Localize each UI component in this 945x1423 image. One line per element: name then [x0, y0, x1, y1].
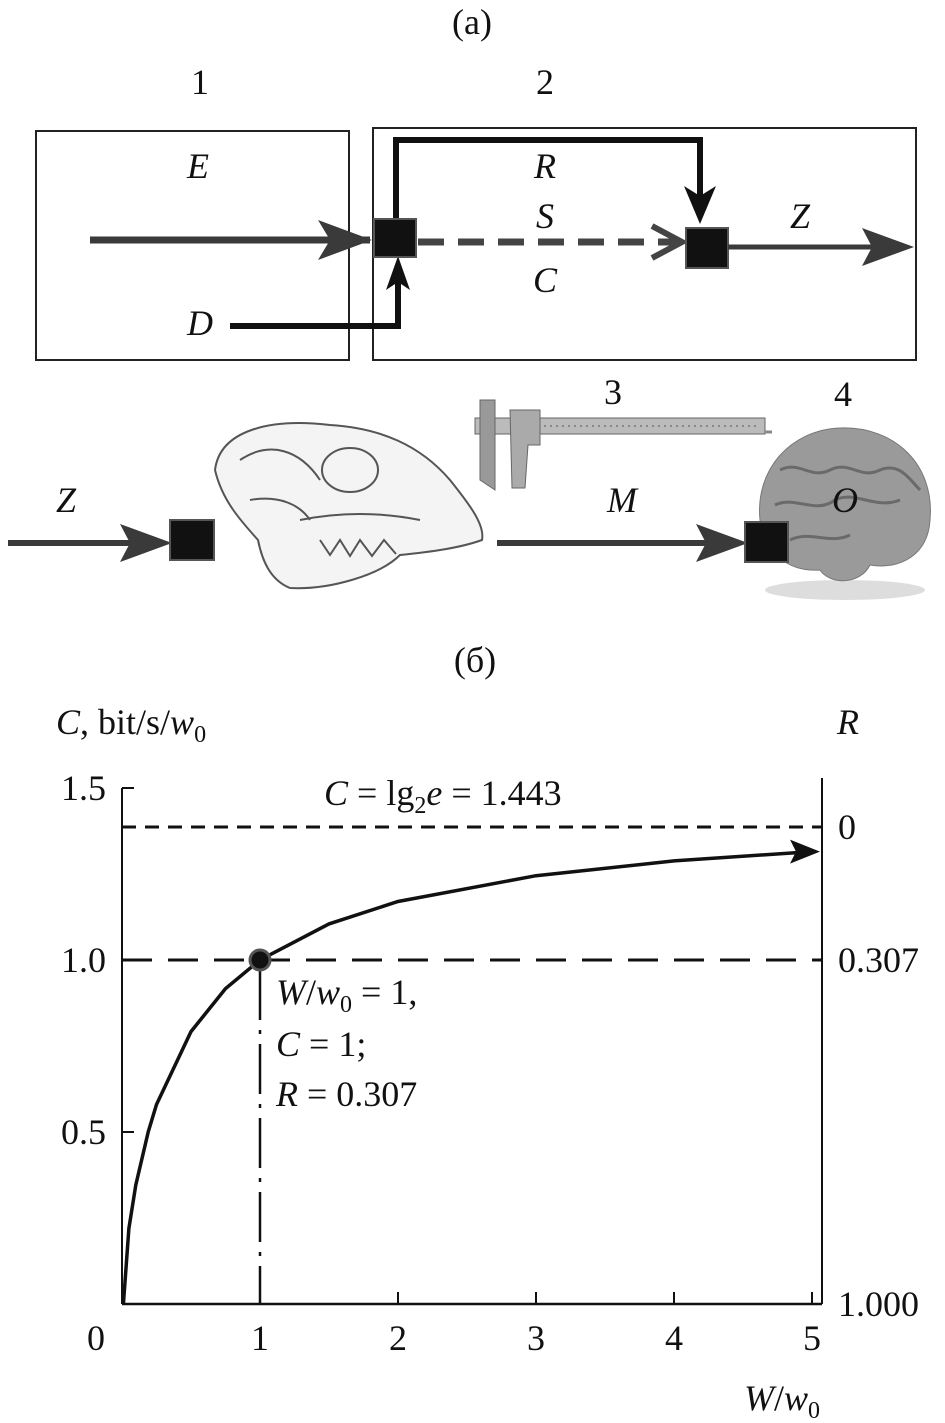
- x-tick-label: 4: [665, 1318, 683, 1358]
- label-S: S: [536, 196, 554, 236]
- arrowhead-icon: [696, 524, 748, 562]
- x-tick-label: 0: [87, 1318, 105, 1358]
- asymptote-label: C = lg2e = 1.443: [324, 773, 562, 819]
- label-D: D: [186, 303, 213, 343]
- node-square: [373, 218, 417, 258]
- x-axis-label: W/w0: [744, 1378, 820, 1423]
- chevron-arrowhead-icon: [650, 223, 689, 261]
- x-tick-label: 1: [251, 1318, 269, 1358]
- right-tick-label: 0.307: [838, 940, 919, 980]
- label-C: C: [533, 260, 558, 300]
- y-tick-label: 0.5: [61, 1112, 106, 1152]
- chart: [121, 778, 823, 1306]
- skull-image: [213, 422, 484, 590]
- y-axis-label: C, bit/s/w0: [56, 702, 206, 748]
- brain-image: [759, 427, 931, 600]
- block-number-2: 2: [536, 62, 554, 102]
- y-tick-label: 1.5: [61, 768, 106, 808]
- arrowhead-icon: [684, 186, 716, 224]
- x-tick-label: 3: [527, 1318, 545, 1358]
- caliper-image: [474, 399, 772, 491]
- x-tick-label: 5: [803, 1318, 821, 1358]
- curve-arrowhead-icon: [790, 839, 820, 864]
- panel-b-label: (б): [454, 640, 496, 680]
- arrow-R: [393, 137, 703, 218]
- node-square: [169, 519, 215, 561]
- ticks: 0 1 2 3 4 5 0.5 1.0 1.5 0 0.307 1.000: [61, 768, 919, 1358]
- series-line-C: [121, 849, 813, 1305]
- label-E: E: [186, 146, 209, 186]
- label-Z-bottom: Z: [56, 480, 77, 520]
- label-M: M: [606, 480, 639, 520]
- x-tick-label: 2: [389, 1318, 407, 1358]
- right-tick-label: 1.000: [838, 1284, 919, 1324]
- label-Z-top: Z: [790, 196, 811, 236]
- y-tick-label: 1.0: [61, 940, 106, 980]
- right-axis-label: R: [836, 702, 859, 742]
- arrow-D: [230, 268, 401, 329]
- right-tick-label: 0: [838, 807, 856, 847]
- block-number-3: 3: [604, 372, 622, 412]
- node-square: [744, 521, 789, 563]
- annotation-line-3: R = 0.307: [275, 1074, 417, 1114]
- panel-a-label: (a): [452, 2, 492, 42]
- arrowhead-icon: [318, 220, 372, 260]
- arrowhead-icon: [862, 228, 914, 266]
- node-square: [685, 227, 729, 269]
- arrowhead-icon: [386, 256, 410, 290]
- block-2-box: [372, 127, 917, 361]
- label-R: R: [533, 146, 556, 186]
- block-number-4: 4: [834, 374, 852, 414]
- label-O: O: [832, 480, 858, 520]
- highlight-point: [248, 948, 272, 972]
- annotation-line-1: W/w0 = 1,: [276, 972, 417, 1018]
- block-number-1: 1: [191, 62, 209, 102]
- annotation-line-2: C = 1;: [276, 1024, 366, 1064]
- arrowhead-icon: [120, 524, 172, 562]
